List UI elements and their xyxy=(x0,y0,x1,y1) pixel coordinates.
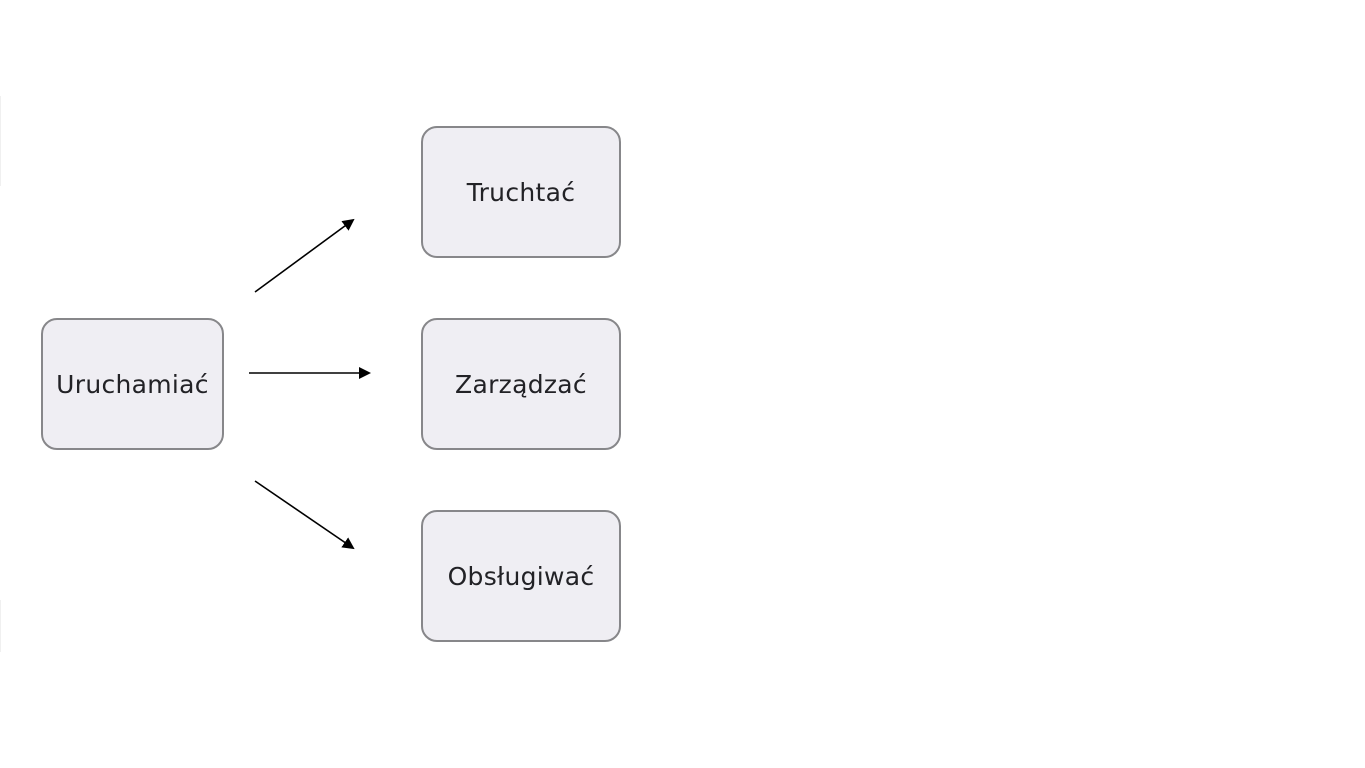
target-node-3: Obsługiwać xyxy=(421,510,621,642)
source-node: Uruchamiać xyxy=(41,318,224,450)
arrow-to-target-3 xyxy=(254,480,355,550)
target-node-label: Zarządzać xyxy=(455,369,587,399)
target-node-label: Obsługiwać xyxy=(447,561,595,591)
arrow-to-target-1 xyxy=(254,218,355,293)
source-node-label: Uruchamiać xyxy=(56,369,209,399)
target-node-2: Zarządzać xyxy=(421,318,621,450)
left-edge-divider xyxy=(0,96,1,186)
target-node-label: Truchtać xyxy=(466,177,576,207)
target-node-1: Truchtać xyxy=(421,126,621,258)
left-edge-divider xyxy=(0,600,1,652)
